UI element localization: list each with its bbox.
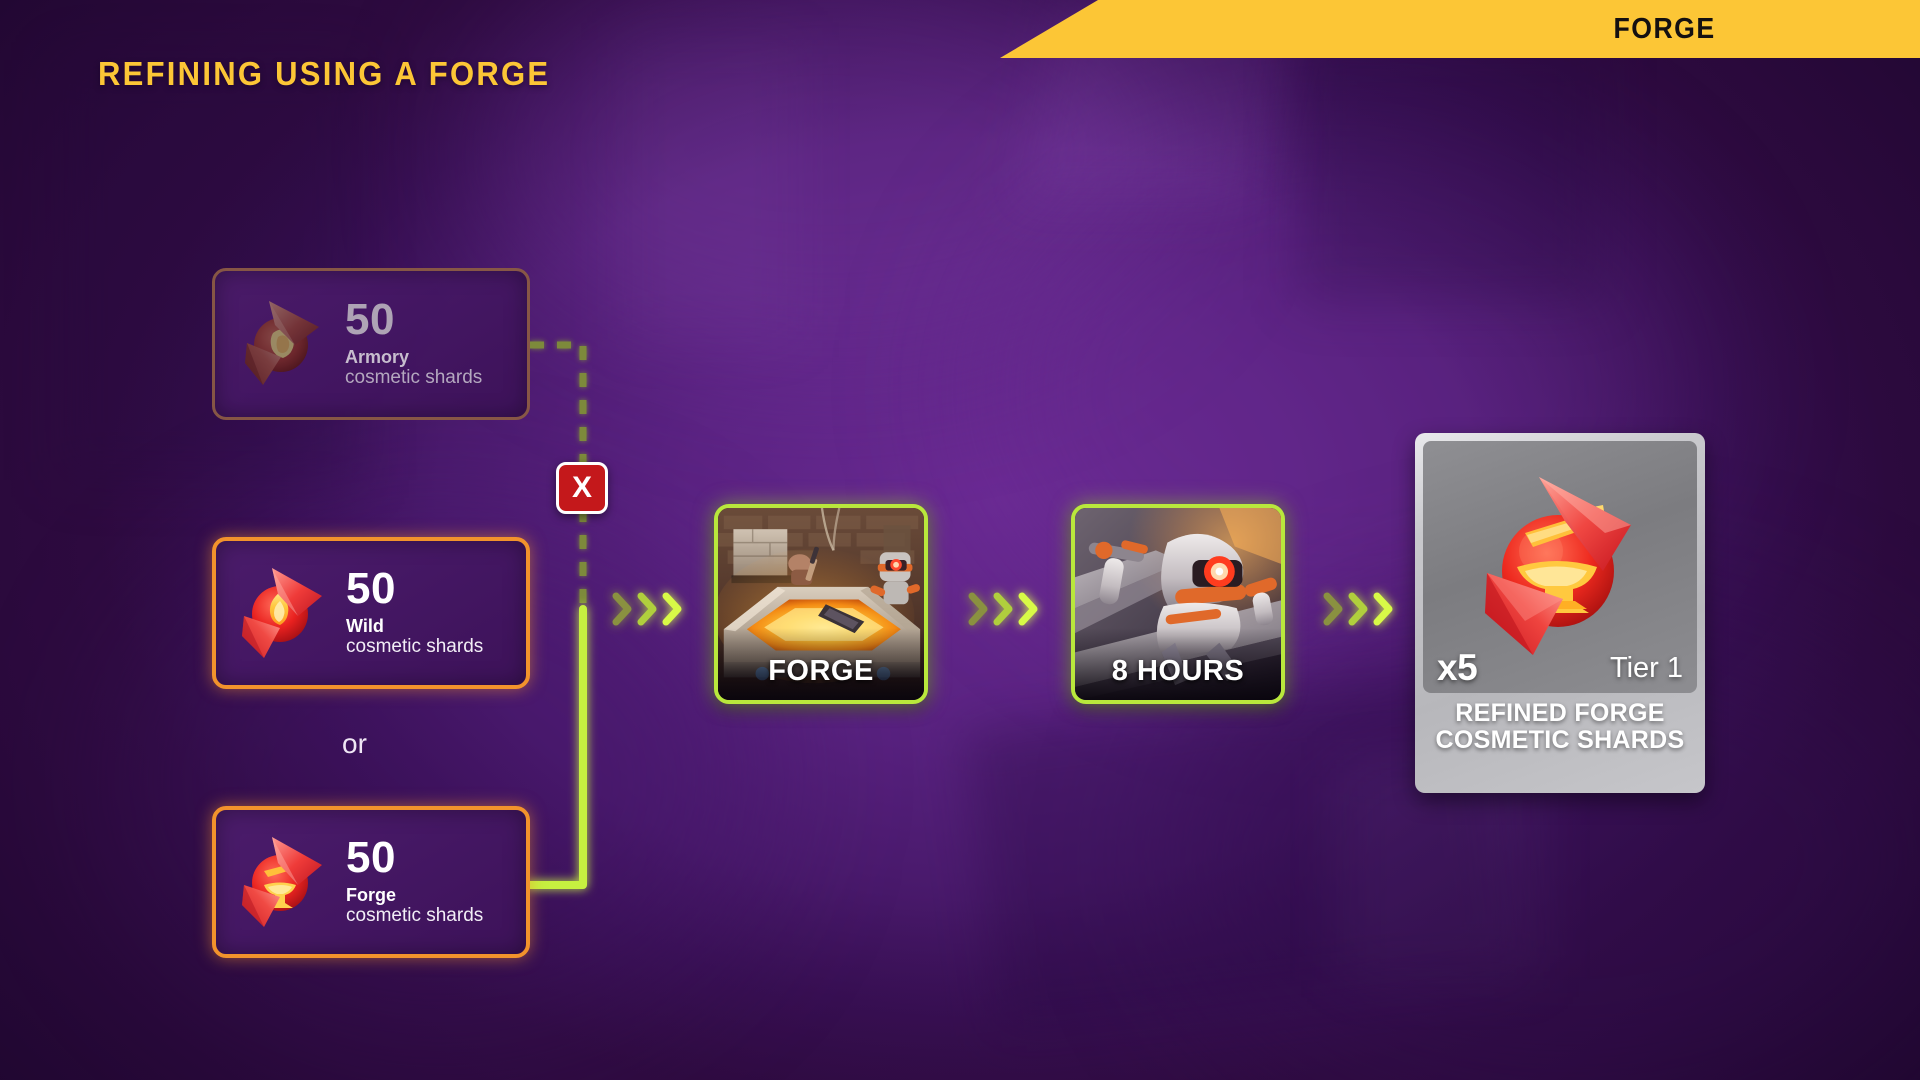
page-title: REFINING USING A FORGE	[98, 55, 551, 92]
forge-banner: FORGE	[1000, 0, 1920, 58]
ingredient-quantity: 50	[346, 563, 396, 613]
ingredient-quantity: 50	[346, 832, 396, 882]
or-label: or	[342, 728, 367, 759]
process-tile-duration[interactable]: 8 HOURS	[1071, 504, 1285, 704]
banner-label: FORGE	[1613, 12, 1716, 45]
ingredient-name: Forge	[346, 884, 397, 905]
ingredient-name: Wild	[346, 615, 384, 636]
wild-shard-icon	[224, 554, 342, 672]
result-name: REFINED FORGE COSMETIC SHARDS	[1423, 700, 1697, 754]
forge-shard-icon	[224, 823, 342, 941]
process-tile-forge[interactable]: FORGE	[714, 504, 928, 704]
ingredient-subtitle: cosmetic shards	[345, 367, 483, 389]
tile-label-shade	[1075, 628, 1281, 700]
armory-shard-icon	[223, 285, 341, 403]
ingredient-subtitle: cosmetic shards	[346, 636, 484, 658]
ingredient-card-wild[interactable]: 50 Wild cosmetic shards	[212, 537, 530, 689]
tile-label-shade	[718, 628, 924, 700]
process-tile-label: FORGE	[768, 655, 874, 687]
result-count: x5	[1437, 647, 1478, 688]
ingredient-text-wild: 50 Wild cosmetic shards	[346, 563, 484, 659]
x-symbol: X	[571, 471, 592, 504]
ingredient-name: Armory	[345, 346, 410, 367]
result-name-line2: COSMETIC SHARDS	[1435, 726, 1685, 754]
refined-forge-shard-icon	[1455, 459, 1673, 677]
result-tier: Tier 1	[1609, 652, 1683, 684]
result-card-art: x5 Tier 1	[1423, 441, 1697, 693]
ingredient-quantity: 50	[345, 294, 395, 344]
ingredient-text-forge: 50 Forge cosmetic shards	[346, 832, 484, 928]
ingredient-card-armory[interactable]: 50 Armory cosmetic shards	[212, 268, 530, 420]
blocked-x-badge: X	[556, 462, 608, 514]
ingredient-text-armory: 50 Armory cosmetic shards	[345, 294, 483, 390]
process-tile-label: 8 HOURS	[1111, 655, 1245, 687]
result-card[interactable]: x5 Tier 1 REFINED FORGE COSMETIC SHARDS	[1415, 433, 1705, 793]
ingredient-subtitle: cosmetic shards	[346, 905, 484, 927]
result-name-line1: REFINED FORGE	[1455, 699, 1665, 727]
ingredient-card-forge[interactable]: 50 Forge cosmetic shards	[212, 806, 530, 958]
